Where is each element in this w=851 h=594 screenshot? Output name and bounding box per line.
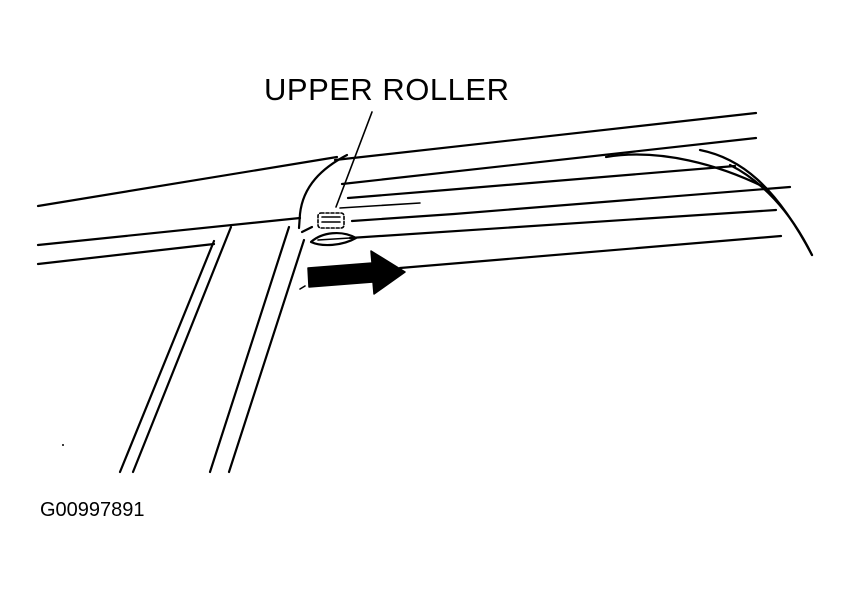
door-frame-edge bbox=[297, 153, 349, 234]
callout-leader-line bbox=[335, 111, 373, 208]
track-curve bbox=[604, 148, 814, 257]
figure-id: G00997891 bbox=[40, 499, 145, 521]
upper-roller bbox=[309, 212, 358, 247]
door-post-right bbox=[208, 225, 306, 474]
slide-track bbox=[299, 164, 792, 290]
door-post-left bbox=[118, 225, 233, 474]
right-arrow-icon bbox=[307, 250, 406, 295]
roof-rail bbox=[36, 111, 758, 208]
door-frame-lower-rail bbox=[36, 216, 302, 266]
upper-roller-label: UPPER ROLLER bbox=[264, 72, 510, 107]
